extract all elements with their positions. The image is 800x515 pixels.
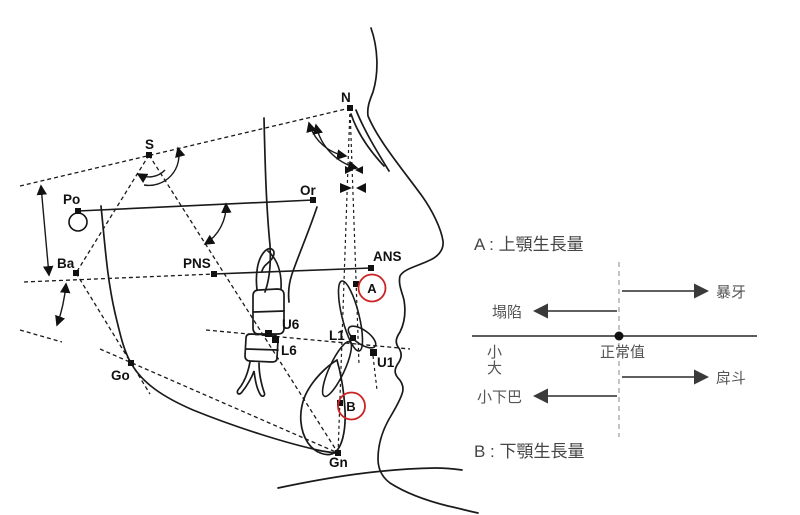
legend-large-label: 大	[487, 360, 502, 377]
face-profile-path	[366, 27, 479, 514]
a-point-highlight-circle	[357, 273, 387, 303]
legend-title-a: A : 上顎生長量	[474, 235, 584, 254]
landmark-label-go: Go	[111, 368, 130, 383]
lower-incisor	[321, 340, 353, 398]
measure-marker-upper	[345, 166, 353, 174]
ramus-coronoid-path	[287, 206, 318, 303]
porion-marker-circle	[68, 212, 88, 232]
reference-lines-solid	[77, 199, 372, 275]
ramus-anterior-path	[263, 117, 272, 293]
legend-small-label: 小	[487, 344, 502, 361]
landmark-label-or: Or	[300, 183, 317, 198]
landmark-label-a: A	[367, 281, 377, 296]
landmark-label-b: B	[346, 399, 355, 414]
landmark-points	[73, 105, 377, 456]
landmark-label-gn: Gn	[329, 455, 348, 470]
landmark-label-l1: L1	[329, 328, 345, 343]
mandible-excess-label: 戽斗	[716, 370, 746, 387]
landmark-label-pns: PNS	[183, 256, 211, 271]
legend-normal-label: 正常值	[600, 344, 645, 361]
maxilla-deficit-label: 塌陷	[492, 304, 522, 321]
landmark-label-s: S	[145, 137, 154, 152]
growth-legend: A : 上顎生長量 B : 下顎生長量 暴牙 塌陷 正常值 小 大 戽斗 小下巴	[472, 235, 757, 461]
landmark-label-ba: Ba	[57, 256, 75, 271]
landmark-label-u1: U1	[377, 355, 395, 370]
mandible-deficit-label: 小下巴	[477, 389, 522, 406]
symphysis-outline-path	[299, 358, 346, 456]
landmark-label-ans: ANS	[373, 249, 402, 264]
landmark-label-po: Po	[63, 192, 80, 207]
landmark-label-l6: L6	[281, 343, 297, 358]
measure-marker-lower	[340, 183, 352, 193]
landmark-labels: N S Po Or Ba PNS ANS A U6 L6 L1 U1 Go B …	[57, 90, 402, 470]
legend-normal-dot	[614, 331, 624, 341]
mandible-outline-path	[100, 205, 336, 454]
landmark-label-n: N	[341, 90, 351, 105]
legend-title-b: B : 下顎生長量	[474, 442, 585, 461]
neck-curve-path	[277, 467, 463, 489]
angle-arcs	[36, 121, 366, 327]
b-point-highlight-circle	[337, 391, 366, 421]
maxilla-excess-label: 暴牙	[716, 284, 746, 301]
nasal-bone-path-2	[355, 109, 390, 172]
nasal-bone-path	[350, 113, 385, 167]
ceph-tracing: N S Po Or Ba PNS ANS A U6 L6 L1 U1 Go B …	[19, 27, 479, 514]
landmark-label-u6: U6	[282, 317, 300, 332]
